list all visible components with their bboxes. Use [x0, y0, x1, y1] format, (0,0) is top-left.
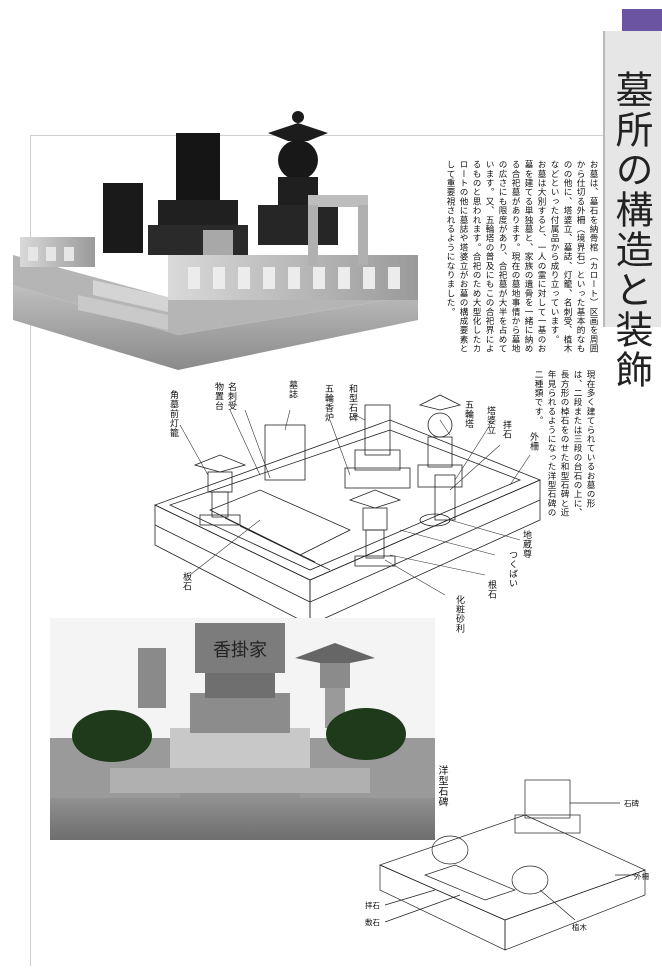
label-boshi: 墓誌	[287, 380, 297, 399]
western-grave-diagram	[365, 770, 660, 970]
label-mono-oki: 物置台	[213, 382, 223, 411]
label-gaisaku: 外柵	[528, 432, 538, 451]
grave-structure-diagram	[150, 380, 550, 650]
page-title: 墓所の構造と装飾	[609, 70, 653, 390]
label-itaishi: 板石	[181, 572, 191, 591]
page-frame	[30, 135, 657, 966]
small-label-hanseki: 拝石	[365, 901, 380, 910]
western-grave-photo: 香掛家	[50, 618, 435, 840]
small-label-shikiishi: 敷石	[365, 918, 380, 927]
label-gorin-to: 五輪塔	[463, 400, 473, 429]
label-meishiuke: 名刺受	[226, 382, 236, 411]
intro-paragraph: お墓は、墓石を納骨棺（カロート）区画を周囲から仕切る外柵（境界石）といった基本的…	[445, 160, 598, 354]
small-label-gaisaku: 外柵	[634, 872, 649, 881]
label-jizo: 地蔵尊	[521, 530, 531, 559]
label-wagata-sekihi: 和型石碑	[347, 384, 357, 422]
engraving-text: 香掛家	[213, 640, 267, 661]
label-kesho-jari: 化粧砂利	[454, 595, 464, 633]
forms-paragraph: 現在多く建てられているお墓の形は、二段または三段の台石の上に、長方形の棹石をのせ…	[533, 370, 595, 518]
label-hanseki: 拝石	[501, 420, 511, 439]
title-panel	[603, 31, 661, 327]
label-western-monument: 洋型石碑	[436, 765, 447, 807]
japanese-grave-photo	[8, 105, 423, 373]
label-kakubo-toro: 角墓前灯籠	[168, 390, 178, 438]
small-label-ueki: 植木	[572, 923, 587, 932]
small-label-sekihi: 石碑	[624, 799, 639, 808]
label-neishi: 根石	[486, 580, 496, 599]
label-toba-tate: 塔婆立	[485, 406, 495, 435]
accent-tab	[622, 9, 662, 31]
label-gorin-koro: 五輪香炉	[323, 384, 333, 422]
label-tsukubai: つくばい	[507, 550, 517, 588]
